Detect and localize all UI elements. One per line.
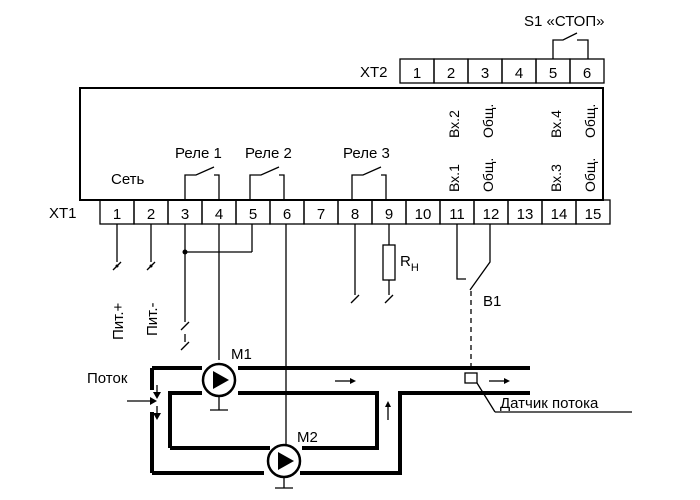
stop-switch-symbol — [552, 32, 589, 59]
pump-m1 — [201, 362, 237, 411]
relay-wires — [180, 224, 287, 448]
inlet-arrows — [127, 385, 161, 420]
input-common1-label: Общ. — [480, 158, 496, 192]
input-common4-label: Общ. — [582, 104, 598, 138]
xt1-terminal-10: 10 — [415, 206, 432, 223]
relay1-contact — [184, 166, 220, 200]
stop-switch-label: S1 «СТОП» — [524, 13, 604, 30]
xt2-terminal-1: 1 — [413, 65, 421, 82]
flow-switch-b1 — [456, 224, 491, 372]
pump-m1-label: M1 — [231, 346, 252, 363]
input-common2-label: Общ. — [480, 104, 496, 138]
flow-sensor — [464, 372, 478, 384]
xt2-terminal-block: 1 2 3 4 5 6 — [399, 58, 605, 84]
xt1-terminal-12: 12 — [483, 206, 500, 223]
seti-label: Сеть — [111, 171, 145, 188]
input-vx3-label: Вх.3 — [548, 164, 564, 192]
flow-sensor-leader — [476, 382, 632, 413]
flow-switch-label: B1 — [483, 293, 501, 310]
xt2-terminal-2: 2 — [447, 65, 455, 82]
xt1-cell-15 — [575, 199, 611, 225]
load-resistor-label: RН — [400, 253, 419, 274]
xt1-terminal-7: 7 — [317, 206, 325, 223]
xt1-terminal-8: 8 — [351, 206, 359, 223]
input-common3-label: Общ. — [582, 158, 598, 192]
xt1-terminal-6: 6 — [283, 206, 291, 223]
load-resistor — [382, 244, 396, 281]
flow-sensor-label: Датчик потока — [500, 395, 599, 412]
power-wires — [112, 224, 156, 271]
xt1-terminal-4: 4 — [215, 206, 223, 223]
xt2-terminal-6: 6 — [583, 65, 591, 82]
xt1-terminal-2: 2 — [147, 206, 155, 223]
input-vx4-label: Вх.4 — [548, 110, 564, 138]
power-minus-label: Пит.- — [144, 302, 161, 336]
xt2-terminal-3: 3 — [481, 65, 489, 82]
xt2-terminal-5: 5 — [549, 65, 557, 82]
xt1-terminal-3: 3 — [181, 206, 189, 223]
relay1-label: Реле 1 — [175, 145, 222, 162]
input-vx1-label: Вх.1 — [446, 164, 462, 192]
xt2-terminal-4: 4 — [515, 65, 523, 82]
xt2-cell-6 — [569, 58, 605, 84]
xt1-terminal-15: 15 — [585, 206, 602, 223]
xt1-terminal-14: 14 — [551, 206, 568, 223]
xt1-label: XT1 — [49, 205, 77, 222]
xt1-terminal-5: 5 — [249, 206, 257, 223]
device-body — [79, 87, 604, 201]
flow-direction-arrows — [335, 378, 510, 420]
input-vx2-label: Вх.2 — [446, 110, 462, 138]
pump-m2 — [266, 443, 302, 489]
relay2-contact — [249, 166, 285, 200]
xt1-terminal-13: 13 — [517, 206, 534, 223]
flow-label: Поток — [87, 370, 128, 387]
xt1-terminal-1: 1 — [113, 206, 121, 223]
pump-m2-label: M2 — [297, 429, 318, 446]
relay3-label: Реле 3 — [343, 145, 390, 162]
relay2-label: Реле 2 — [245, 145, 292, 162]
xt1-terminal-11: 11 — [449, 206, 465, 223]
relay3-contact — [351, 166, 387, 200]
relay3-load-wires — [350, 224, 394, 304]
pipe-loop — [150, 366, 530, 475]
xt2-label: XT2 — [360, 64, 388, 81]
xt1-terminal-9: 9 — [385, 206, 393, 223]
power-plus-label: Пит.+ — [110, 302, 127, 340]
